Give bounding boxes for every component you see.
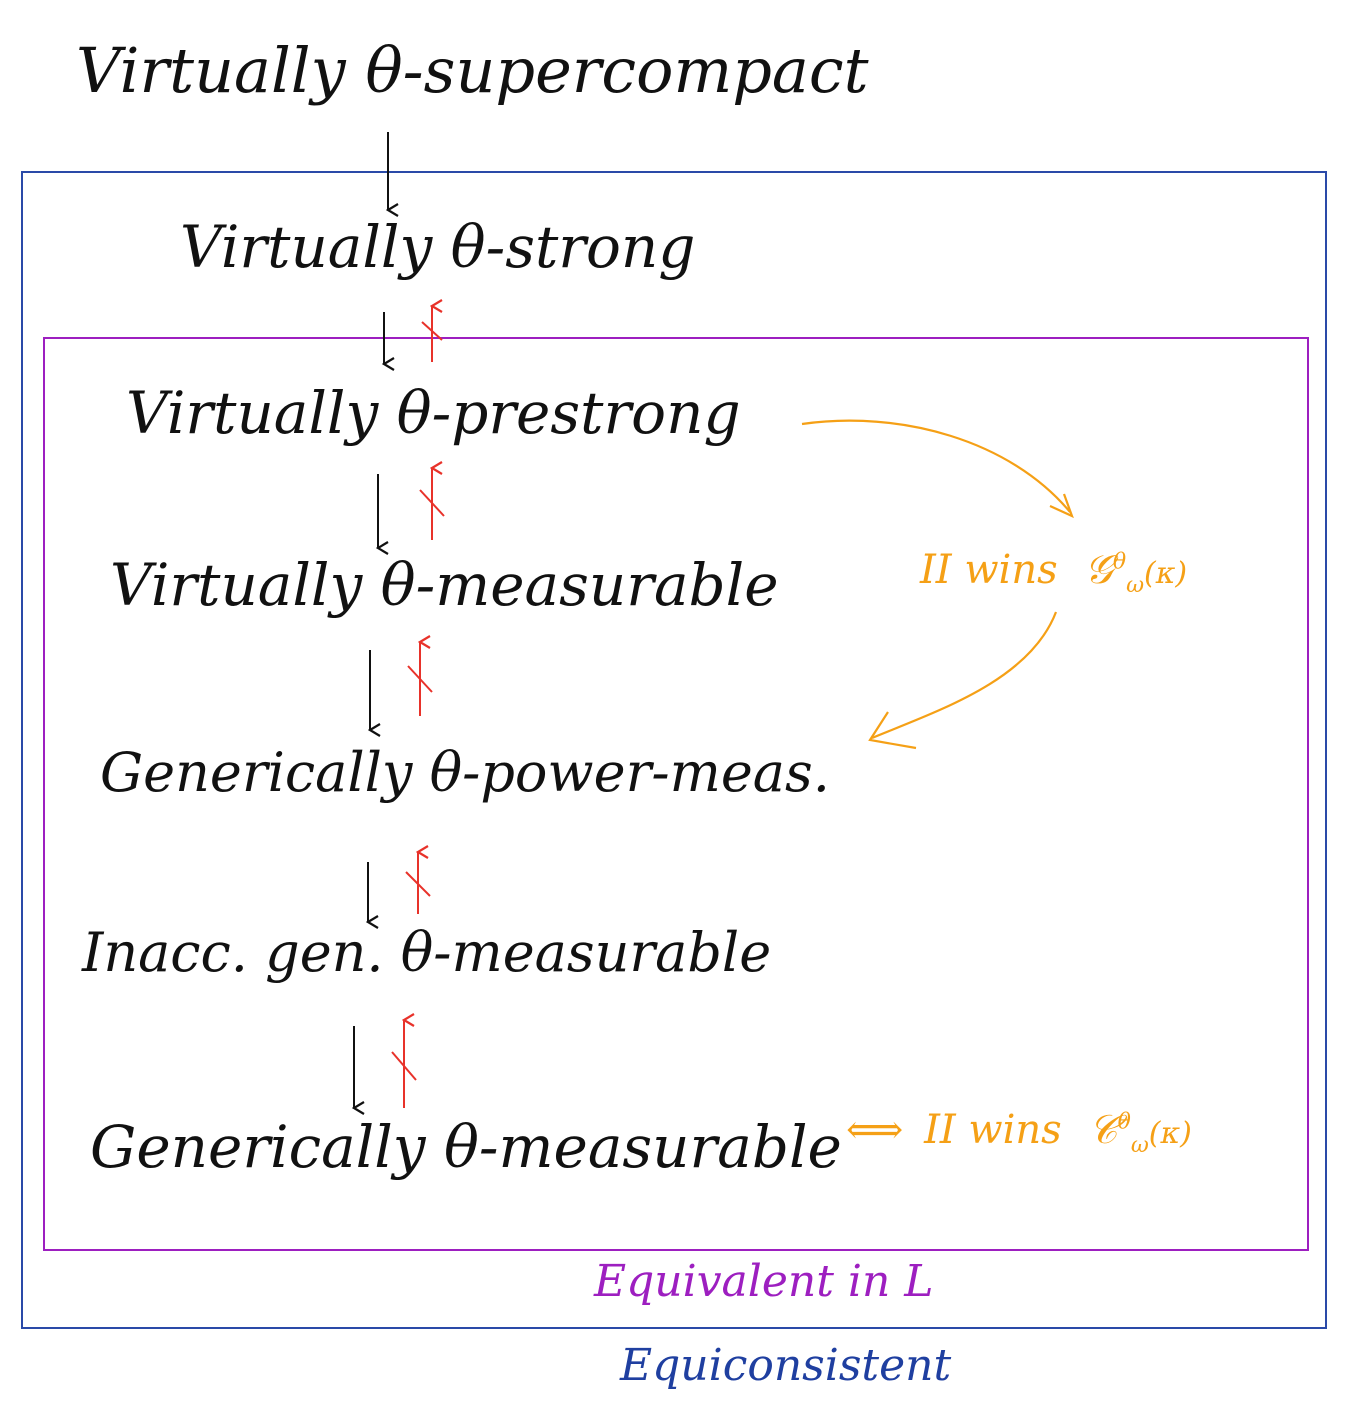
game-bottom-symbol: 𝒞 (1088, 1107, 1118, 1153)
game-arrow-from-prestrong (801, 419, 1071, 513)
game-bottom-prefix: II wins (924, 1107, 1062, 1153)
game-top-prefix: II wins (920, 547, 1058, 593)
equivalent-in-l-label: Equivalent in L (594, 1256, 934, 1307)
game-top-superscript: θ (1112, 549, 1127, 575)
non-implication-arrow-2 (419, 468, 445, 540)
non-implication-arrow-4 (405, 852, 431, 914)
game-bottom-superscript: θ (1117, 1109, 1131, 1135)
non-implication-arrow-3 (407, 642, 433, 716)
game-bottom-subscript: ω (1130, 1133, 1149, 1158)
game-arrow-to-power-meas (871, 611, 1058, 740)
node-virtually-measurable: Virtually θ-measurable (110, 551, 779, 619)
game-label-bottom: ⟺ II wins 𝒞θω(κ) (846, 1110, 1192, 1157)
equiconsistent-label: Equiconsistent (620, 1340, 952, 1391)
equiconsistent-box (21, 171, 1327, 1329)
node-generically-power-measurable: Generically θ-power-meas. (100, 741, 830, 804)
node-generically-measurable: Generically θ-measurable (90, 1113, 842, 1181)
game-bottom-equivalence: ⟺ (846, 1107, 904, 1153)
node-inaccessible-generically-measurable: Inacc. gen. θ-measurable (82, 921, 772, 984)
equivalent-in-l-box (43, 337, 1309, 1251)
non-implication-arrow-1 (421, 306, 443, 362)
node-virtually-prestrong: Virtually θ-prestrong (126, 379, 741, 447)
node-virtually-strong: Virtually θ-strong (180, 213, 696, 281)
game-bottom-argument: (κ) (1148, 1116, 1192, 1151)
game-top-subscript: ω (1126, 573, 1145, 598)
game-top-argument: (κ) (1144, 556, 1188, 591)
node-virtually-supercompact: Virtually θ-supercompact (76, 34, 869, 107)
game-top-symbol: 𝒢 (1084, 547, 1113, 593)
game-label-top: II wins 𝒢θω(κ) (920, 550, 1187, 597)
non-implication-arrow-5 (391, 1020, 417, 1108)
